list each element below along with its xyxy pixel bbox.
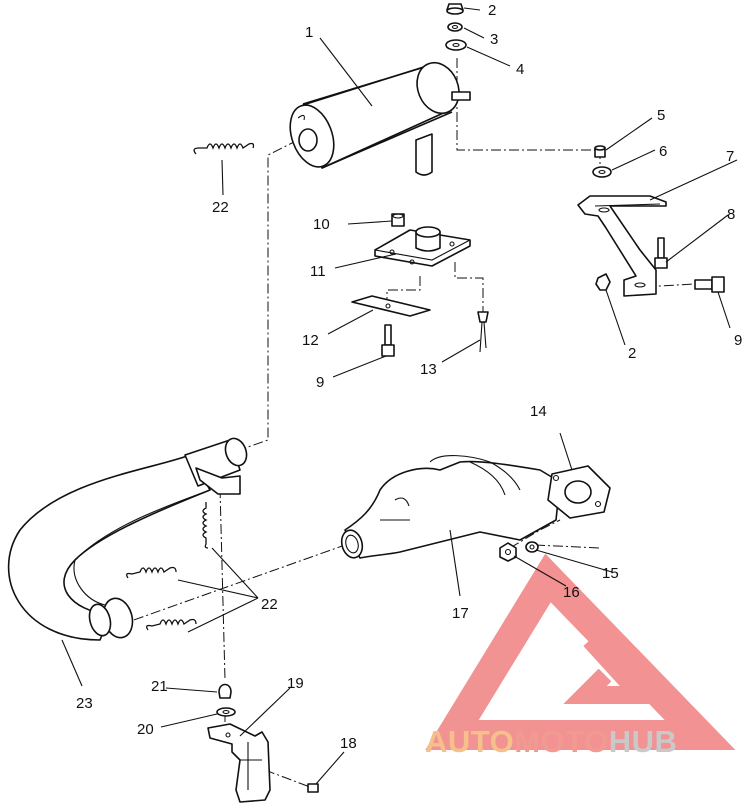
pin-13 [477,311,489,353]
exhaust-manifold-17 [340,455,561,559]
callout-9-right: 9 [734,332,742,349]
callout-1: 1 [305,24,313,41]
bumper-21 [218,683,232,699]
bolt-9-left [381,324,395,357]
callout-2-right: 2 [628,345,636,362]
callout-17: 17 [452,605,469,622]
callout-18: 18 [340,735,357,752]
mount-plate-11 [374,226,471,267]
watermark-logo [425,553,736,750]
lock-washer-top [447,22,463,32]
gasket-14 [547,465,611,519]
mounting-bracket-7 [577,195,667,297]
spring-22-middle [126,566,177,579]
nut-2-right [595,273,611,291]
spring-22-top [193,142,255,155]
callout-6: 6 [659,143,667,160]
flat-washer-top [445,39,467,51]
callout-11: 11 [310,263,326,280]
callout-21: 21 [151,678,168,695]
nut-top [446,3,464,15]
callout-22-top: 22 [212,199,229,216]
watermark-text: AUTOMOTOHUB [425,724,677,759]
watermark-part-hub: HUB [609,724,678,759]
bolt-8 [654,237,668,269]
callout-3: 3 [490,31,498,48]
callout-14: 14 [530,403,547,420]
watermark-part-moto: MOTO [514,724,608,759]
svg-text:AUTOMOTOHUB: AUTOMOTOHUB [425,724,677,759]
callout-23: 23 [76,695,93,712]
callout-2-top: 2 [488,2,496,19]
callout-19: 19 [287,675,304,692]
nut-16 [499,542,517,562]
washer-6 [592,166,612,178]
callout-12: 12 [302,332,319,349]
washer-20 [216,707,236,717]
callout-13: 13 [420,361,437,378]
leader-lines [61,7,738,785]
spring-22-vertical [202,502,209,549]
spring-22-lower [146,618,197,631]
callout-10: 10 [313,216,330,233]
screw-18 [307,783,319,793]
assembly-center-lines [99,58,696,788]
expansion-chamber-23 [7,437,248,641]
callout-16: 16 [563,584,580,601]
callout-5: 5 [657,107,665,124]
lower-bracket-19 [207,723,271,803]
nut-10 [391,213,405,227]
callout-4: 4 [516,61,524,78]
plate-12 [351,295,431,317]
grommet-5 [594,145,606,158]
bolt-9-right [694,276,725,293]
muffler [289,61,471,176]
watermark-part-auto: AUTO [425,724,514,759]
callout-20: 20 [137,721,154,738]
callout-9-left: 9 [316,374,324,391]
washer-15 [525,541,539,553]
callout-15: 15 [602,565,619,582]
callout-labels: 1 2 3 4 5 6 7 8 9 2 10 11 12 13 9 22 14 … [76,2,742,752]
callout-7: 7 [726,148,734,165]
callout-22-middle: 22 [261,596,278,613]
callout-8: 8 [727,206,735,223]
